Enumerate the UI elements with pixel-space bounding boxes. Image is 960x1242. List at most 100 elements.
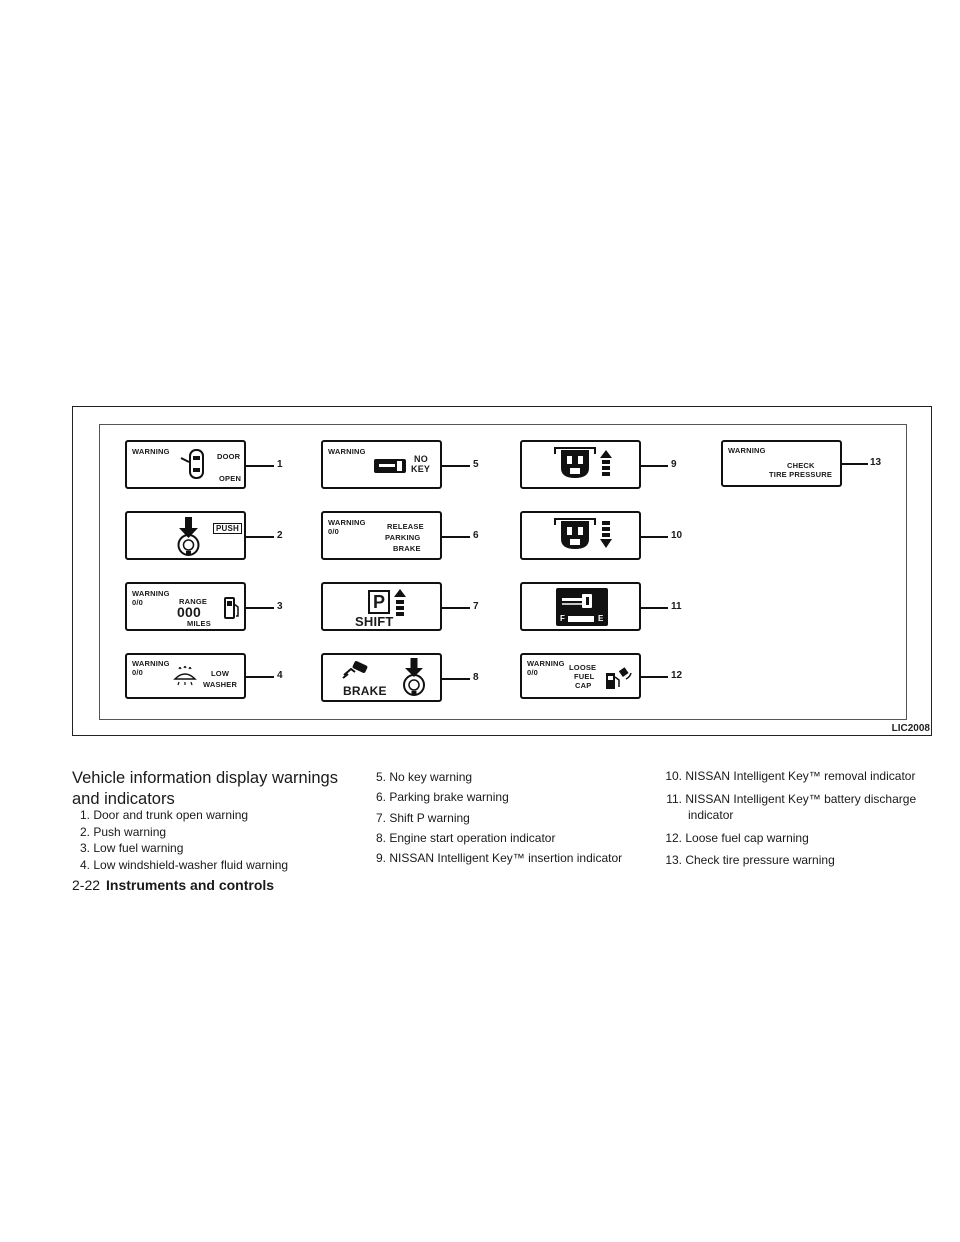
list-item: 10. NISSAN Intelligent Key™ removal indi… bbox=[665, 769, 916, 783]
panel-line-1: RELEASE bbox=[387, 522, 424, 531]
callout-number: 9 bbox=[671, 459, 677, 470]
list-item: 5. No key warning bbox=[375, 770, 473, 784]
panel-line-2: FUEL bbox=[574, 672, 595, 681]
park-letter: P bbox=[368, 590, 391, 614]
callout-leader bbox=[641, 465, 668, 467]
callout-leader bbox=[246, 536, 274, 538]
panel-key-insert bbox=[520, 440, 641, 489]
panel-line-1: LOW bbox=[211, 669, 230, 678]
callout-leader bbox=[442, 465, 470, 467]
panel-door-open: WARNING DOOR OPEN bbox=[125, 440, 246, 489]
panel-warning-label: WARNING bbox=[527, 659, 565, 668]
list-item: 1. Door and trunk open warning bbox=[79, 808, 249, 822]
panel-warning-label: WARNING bbox=[328, 447, 366, 456]
panel-warning-label: WARNING bbox=[132, 659, 170, 668]
callout-leader bbox=[641, 536, 668, 538]
panel-line-2: WASHER bbox=[203, 680, 238, 689]
panel-line-3: CAP bbox=[575, 681, 592, 690]
list-item: 2. Push warning bbox=[79, 824, 167, 839]
panel-brake-start: BRAKE bbox=[321, 653, 442, 702]
callout-number: 3 bbox=[277, 601, 283, 612]
figure-inner-frame bbox=[99, 424, 907, 720]
panel-line-2: KEY bbox=[411, 464, 431, 474]
callout-number: 8 bbox=[473, 672, 479, 683]
panel-line-2: PARKING bbox=[385, 533, 421, 542]
panel-check-tire-pressure: WARNING CHECK TIRE PRESSURE bbox=[721, 440, 842, 487]
warnings-list-col1: 1. Door and trunk open warning 2. Push w… bbox=[75, 807, 355, 873]
figure-code: LIC2008 bbox=[891, 723, 930, 734]
callout-number: 12 bbox=[671, 670, 683, 681]
list-item: 8. Engine start operation indicator bbox=[375, 830, 556, 845]
panel-parking-brake: WARNING 0/0 RELEASE PARKING BRAKE bbox=[321, 511, 442, 560]
callout-number: 5 bbox=[473, 459, 479, 470]
miles-label: MILES bbox=[187, 619, 211, 628]
push-button-icon bbox=[177, 517, 200, 556]
figure-frame bbox=[72, 406, 932, 736]
list-item-continuation: indicator bbox=[688, 808, 734, 822]
key-fob-icon bbox=[562, 594, 592, 608]
arrow-up-icon bbox=[394, 589, 406, 616]
page-number: 2-22 bbox=[72, 877, 101, 893]
washer-fluid-icon bbox=[173, 665, 197, 686]
battery-bar bbox=[568, 616, 594, 622]
panel-line-1: NO bbox=[414, 454, 428, 464]
push-label: PUSH bbox=[213, 523, 243, 534]
empty-label: E bbox=[598, 614, 604, 623]
full-label: F bbox=[560, 614, 566, 623]
key-slot-remove-icon bbox=[554, 518, 612, 549]
panel-low-fuel: WARNING 0/0 RANGE 000 MILES bbox=[125, 582, 246, 631]
callout-leader bbox=[442, 678, 470, 680]
car-door-icon bbox=[180, 449, 204, 479]
push-button-icon bbox=[403, 658, 425, 696]
panel-key-battery: F E bbox=[520, 582, 641, 631]
panel-warning-label: WARNING bbox=[132, 589, 170, 598]
odometer-label: 0/0 bbox=[328, 527, 340, 536]
panel-warning-label: WARNING bbox=[728, 446, 766, 455]
callout-leader bbox=[246, 465, 274, 467]
list-item: 9. NISSAN Intelligent Key™ insertion ind… bbox=[375, 851, 623, 866]
list-item: 7. Shift P warning bbox=[375, 810, 470, 825]
panel-no-key: WARNING NO KEY bbox=[321, 440, 442, 489]
panel-line-2: TIRE PRESSURE bbox=[769, 470, 833, 479]
panel-warning-label: WARNING bbox=[328, 518, 366, 527]
callout-number: 10 bbox=[671, 530, 683, 541]
panel-shift-p: P SHIFT bbox=[321, 582, 442, 631]
panel-line-3: BRAKE bbox=[393, 544, 421, 553]
range-value: 000 bbox=[177, 604, 201, 620]
callout-number: 13 bbox=[870, 457, 882, 468]
panel-loose-fuel-cap: WARNING 0/0 LOOSE FUEL CAP bbox=[520, 653, 641, 699]
panel-line-1: LOOSE bbox=[569, 663, 597, 672]
panel-line-1: CHECK bbox=[787, 461, 815, 470]
warnings-list-col2: 5. No key warning 6. Parking brake warni… bbox=[374, 767, 646, 868]
panel-key-remove bbox=[520, 511, 641, 560]
range-label: RANGE bbox=[179, 597, 208, 606]
odometer-label: 0/0 bbox=[527, 668, 539, 677]
key-battery-display: F E bbox=[556, 588, 608, 626]
warnings-list-col3: 10. NISSAN Intelligent Key™ removal indi… bbox=[664, 768, 944, 869]
callout-leader bbox=[641, 607, 668, 609]
fuel-pump-icon bbox=[224, 597, 239, 619]
list-item: 13. Check tire pressure warning bbox=[665, 853, 835, 867]
callout-number: 11 bbox=[671, 601, 682, 612]
key-fob-icon bbox=[374, 459, 406, 473]
callout-leader bbox=[842, 463, 868, 465]
callout-leader bbox=[246, 607, 274, 609]
section-name: Instruments and controls bbox=[106, 877, 275, 893]
list-item: 6. Parking brake warning bbox=[375, 790, 509, 805]
key-slot-insert-icon bbox=[554, 447, 612, 478]
callout-leader bbox=[442, 536, 470, 538]
panel-low-washer: WARNING 0/0 LOW WASHER bbox=[125, 653, 246, 699]
callout-number: 2 bbox=[277, 530, 283, 541]
shift-label: SHIFT bbox=[355, 614, 394, 629]
brake-label: BRAKE bbox=[343, 684, 387, 698]
page-footer: 2-22 Instruments and controls bbox=[72, 877, 274, 894]
panel-line-1: DOOR bbox=[217, 452, 241, 461]
odometer-label: 0/0 bbox=[132, 598, 144, 607]
panel-warning-label: WARNING bbox=[132, 447, 170, 456]
list-item: 12. Loose fuel cap warning bbox=[665, 830, 809, 845]
odometer-label: 0/0 bbox=[132, 668, 144, 677]
callout-leader bbox=[246, 676, 274, 678]
callout-number: 7 bbox=[473, 601, 479, 612]
section-heading: Vehicle information display warnings and… bbox=[72, 769, 338, 808]
callout-number: 1 bbox=[277, 459, 283, 470]
